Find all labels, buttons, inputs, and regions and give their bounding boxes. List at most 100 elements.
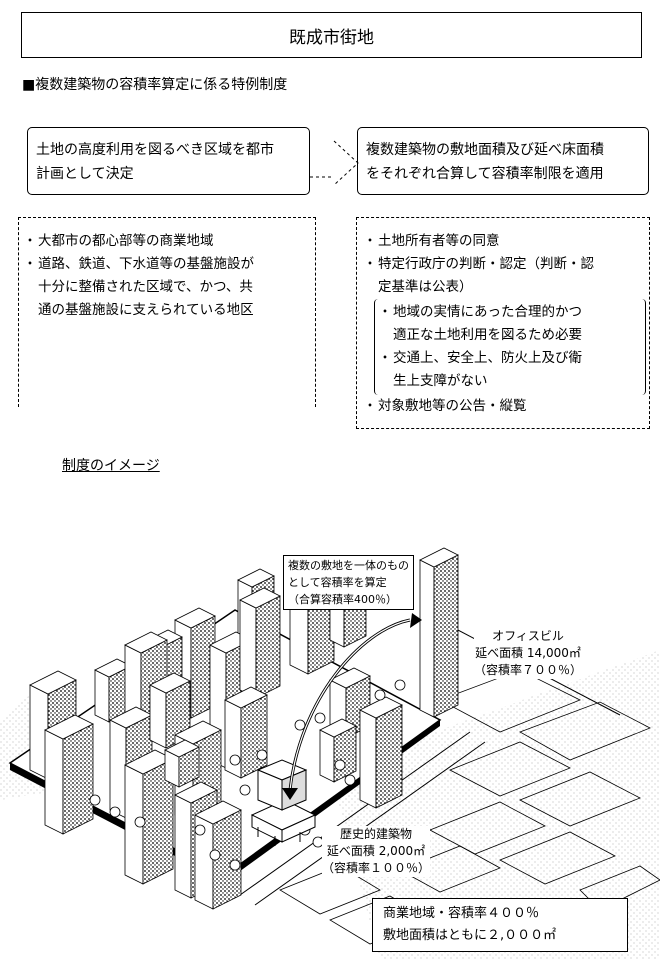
right-effect-box: 複数建築物の敷地面積及び延べ床面積 をそれぞれ合算して容積率制限を適用 bbox=[357, 127, 649, 195]
list-item-text: 特定行政庁の判断・認定（判断・認 bbox=[378, 256, 594, 272]
list-item-text: 十分に整備された区域で、かつ、共 bbox=[38, 279, 253, 295]
building-face bbox=[149, 684, 167, 749]
criteria-bracket: ・ 地域の実情にあった合理的かつ 適正な土地利用を図るため必要 ・ 交通上、安全… bbox=[374, 299, 646, 395]
bullet: ・ bbox=[23, 233, 37, 249]
right-box-line1: 複数建築物の敷地面積及び延べ床面積 bbox=[366, 142, 604, 158]
office-label-ratio: （容積率７００％） bbox=[474, 663, 583, 677]
list-item-text: 道路、鉄道、下水道等の基盤施設が bbox=[38, 256, 254, 272]
list-item-text: 生上支障がない bbox=[393, 373, 488, 389]
building-face bbox=[174, 607, 216, 629]
page-title: 既成市街地 bbox=[21, 12, 642, 58]
building-face bbox=[44, 729, 64, 835]
callout-box: 複数の敷地を一体のもの として容積率を算定 （合算容積率400％） bbox=[283, 555, 414, 610]
historic-label-area: 延べ面積 2,000㎡ bbox=[326, 844, 426, 858]
bullet: ・ bbox=[363, 256, 377, 272]
flow-arrow-icon bbox=[310, 140, 359, 186]
building-face bbox=[174, 781, 218, 804]
bullet: ・ bbox=[378, 350, 392, 366]
bullet: ・ bbox=[363, 233, 377, 249]
tree-icon bbox=[344, 774, 356, 786]
building-face bbox=[239, 599, 257, 699]
section-heading: ■複数建築物の容積率算定に係る特例制度 bbox=[22, 77, 288, 93]
left-box-line2: 計画として決定 bbox=[36, 166, 134, 182]
list-item-text: 地域の実情にあった合理的かつ bbox=[393, 304, 582, 320]
building-face bbox=[419, 559, 435, 718]
building-face bbox=[224, 686, 268, 709]
bullet: ・ bbox=[363, 398, 377, 414]
bullet: ・ bbox=[23, 256, 37, 272]
list-item: ・ 対象敷地等の公告・縦覧 bbox=[362, 395, 646, 418]
tree-icon bbox=[239, 784, 251, 796]
building-face bbox=[29, 670, 77, 695]
tree-icon bbox=[374, 689, 386, 701]
callout-line2: として容積率を算定 bbox=[288, 576, 387, 589]
building-face bbox=[359, 709, 377, 809]
right-box-line2: をそれぞれ合算して容積率制限を適用 bbox=[366, 166, 604, 182]
tree-icon bbox=[109, 806, 121, 818]
left-requirements-frame bbox=[18, 217, 316, 407]
illustration-caption: 制度のイメージ bbox=[62, 458, 160, 474]
office-building-label: オフィスビル 延べ面積 14,000㎡ （容積率７００％） bbox=[474, 628, 583, 679]
list-item: ・ 道路、鉄道、下水道等の基盤施設が 十分に整備された区域で、かつ、共 通の基盤… bbox=[22, 253, 312, 322]
tree-icon bbox=[229, 754, 241, 766]
list-item: ・ 特定行政庁の判断・認定（判断・認 定基準は公表） bbox=[362, 253, 646, 299]
left-condition-box: 土地の高度利用を図るべき区域を都市 計画として決定 bbox=[27, 127, 310, 195]
building-face bbox=[224, 699, 242, 779]
zoning-summary-line1: 商業地域・容積率４００％ bbox=[383, 906, 540, 921]
tree-icon bbox=[194, 824, 206, 836]
building-face bbox=[433, 554, 459, 718]
list-item-text: 大都市の都心部等の商業地域 bbox=[38, 233, 214, 249]
bullet: ・ bbox=[378, 304, 392, 320]
historic-label-name: 歴史的建築物 bbox=[340, 827, 413, 841]
building-face bbox=[239, 587, 281, 609]
tree-icon bbox=[294, 719, 306, 731]
list-item-text: 対象敷地等の公告・縦覧 bbox=[378, 398, 527, 414]
list-item-text: 土地所有者等の同意 bbox=[378, 233, 500, 249]
tree-icon bbox=[134, 816, 146, 828]
historic-label-ratio: （容積率１００％） bbox=[322, 861, 431, 875]
tree-icon bbox=[314, 712, 326, 724]
building-face bbox=[319, 729, 335, 783]
building-face bbox=[164, 739, 200, 758]
callout-line3: （合算容積率400％） bbox=[288, 593, 397, 606]
building-face bbox=[419, 547, 459, 568]
tree-icon bbox=[334, 759, 346, 771]
building-face bbox=[237, 568, 275, 588]
list-item: ・ 地域の実情にあった合理的かつ 適正な土地利用を図るため必要 bbox=[377, 301, 643, 347]
building-face bbox=[240, 694, 268, 779]
building-face bbox=[174, 794, 192, 899]
right-requirements-list: ・ 土地所有者等の同意 ・ 特定行政庁の判断・認定（判断・認 定基準は公表） ・… bbox=[362, 230, 646, 418]
zoning-summary-box: 商業地域・容積率４００％ 敷地面積はともに２,０００㎡ bbox=[372, 898, 628, 952]
right-requirements-frame bbox=[356, 217, 650, 429]
list-item: ・ 大都市の都心部等の商業地域 bbox=[22, 230, 312, 253]
building-face bbox=[62, 723, 94, 835]
left-requirements-list: ・ 大都市の都心部等の商業地域 ・ 道路、鉄道、下水道等の基盤施設が 十分に整備… bbox=[22, 230, 312, 322]
tree-icon bbox=[229, 859, 241, 871]
building-face bbox=[149, 672, 191, 694]
historic-building-label: 歴史的建築物 延べ面積 2,000㎡ （容積率１００％） bbox=[322, 826, 431, 877]
building-face bbox=[375, 704, 403, 809]
tree-icon bbox=[394, 679, 406, 691]
tree-icon bbox=[256, 749, 268, 761]
list-item-text: 定基準は公表） bbox=[378, 279, 473, 295]
list-item: ・ 土地所有者等の同意 bbox=[362, 230, 646, 253]
building-face bbox=[319, 718, 357, 738]
building-face bbox=[194, 800, 242, 825]
list-item: ・ 交通上、安全上、防火上及び衛 生上支障がない bbox=[377, 347, 643, 393]
tree-icon bbox=[209, 849, 221, 861]
building-face bbox=[124, 631, 168, 654]
city-block-illustration bbox=[0, 547, 660, 960]
building-face bbox=[94, 669, 110, 723]
building-face bbox=[44, 714, 94, 740]
building-face bbox=[329, 667, 371, 689]
building-face bbox=[255, 595, 281, 699]
callout-line1: 複数の敷地を一体のもの bbox=[288, 559, 409, 572]
list-item-text: 適正な土地利用を図るため必要 bbox=[393, 327, 582, 343]
office-label-name: オフィスビル bbox=[492, 629, 564, 643]
building-face bbox=[359, 696, 403, 719]
zoning-summary-line2: 敷地面積はともに２,０００㎡ bbox=[383, 928, 557, 943]
office-label-area: 延べ面積 14,000㎡ bbox=[475, 646, 581, 660]
building-face bbox=[109, 719, 127, 819]
left-box-line1: 土地の高度利用を図るべき区域を都市 bbox=[36, 142, 274, 158]
list-item-text: 通の基盤施設に支えられている地区 bbox=[38, 302, 254, 318]
